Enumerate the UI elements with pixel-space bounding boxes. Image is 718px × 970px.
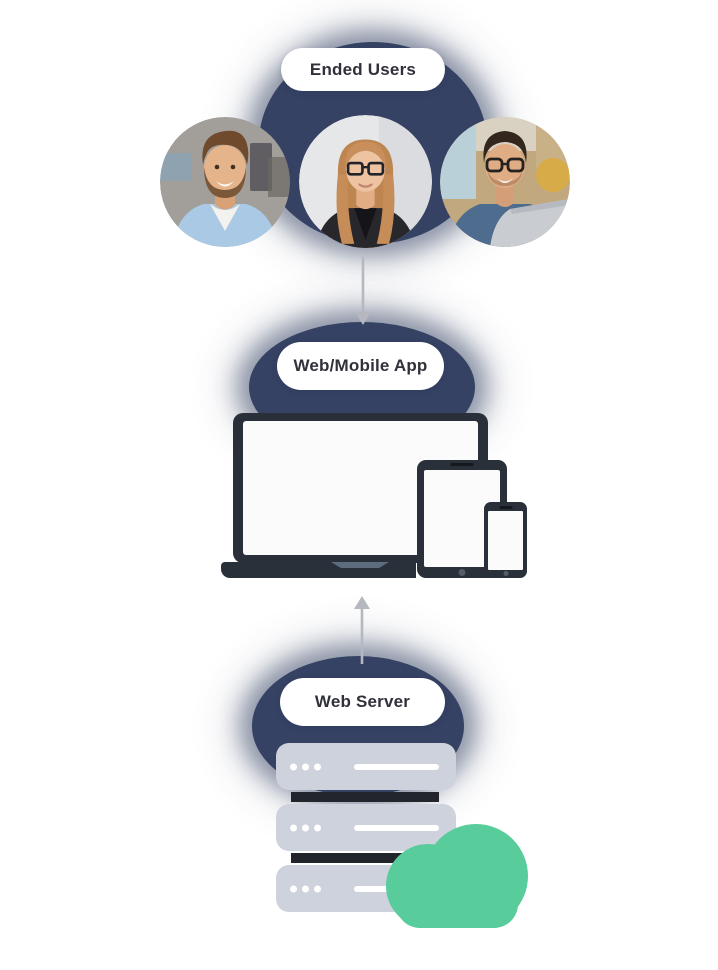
led-dot: [314, 824, 321, 831]
server-connector: [291, 853, 439, 863]
tablet-speaker: [450, 463, 474, 466]
web-mobile-app-label: Web/Mobile App: [277, 342, 444, 390]
person-photo-icon: [440, 117, 570, 247]
led-dot: [302, 885, 309, 892]
led-dot: [290, 824, 297, 831]
smartphone-icon: [484, 502, 527, 578]
server-unit: [276, 804, 456, 851]
arrow-down-icon: [355, 257, 371, 330]
laptop-trackpad-notch: [331, 562, 389, 568]
led-dot: [290, 885, 297, 892]
smartphone-home-button: [503, 571, 508, 576]
avatar-user-3: [440, 117, 570, 247]
server-led-dots: [290, 885, 321, 892]
led-dot: [314, 885, 321, 892]
server-unit: [276, 743, 456, 790]
led-dot: [314, 763, 321, 770]
web-server-label: Web Server: [280, 678, 445, 726]
cloud-icon: [380, 818, 536, 937]
server-slot-line: [354, 824, 439, 831]
server-led-dots: [290, 763, 321, 770]
avatar-user-2: [299, 115, 432, 248]
smartphone-speaker: [499, 506, 512, 509]
smartphone-screen-display: [488, 511, 523, 570]
led-dot: [290, 763, 297, 770]
led-dot: [302, 763, 309, 770]
avatar-user-1: [160, 117, 290, 247]
led-dot: [302, 824, 309, 831]
ended-users-label: Ended Users: [281, 48, 445, 91]
tablet-home-button: [458, 569, 466, 576]
laptop-base: [221, 562, 416, 578]
server-led-dots: [290, 824, 321, 831]
person-photo-icon: [299, 115, 432, 248]
arrow-up-icon: [354, 596, 370, 669]
person-photo-icon: [160, 117, 290, 247]
server-connector: [291, 792, 439, 802]
server-slot-line: [354, 763, 439, 770]
